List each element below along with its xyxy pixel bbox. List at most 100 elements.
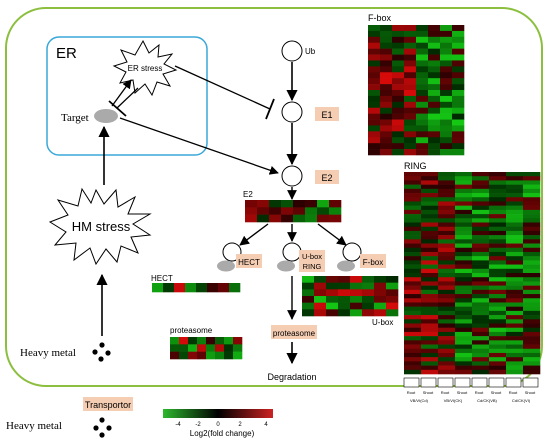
heatmap-cell (416, 90, 429, 97)
heatmap-cell (455, 306, 473, 312)
heatmap-cell (438, 251, 456, 257)
arrow-to-fbox (317, 223, 347, 246)
heatmap-cell (489, 172, 507, 177)
heatmap-cell (455, 230, 473, 236)
heatmap-cell (302, 276, 315, 283)
heatmap-cell (224, 337, 234, 345)
heatmap-cell (404, 42, 417, 49)
heatmap-cell (455, 310, 473, 316)
heatmap-cell (455, 357, 473, 362)
heatmap-cell (438, 336, 456, 341)
heatmap-cell (523, 226, 541, 232)
heatmap-cell (362, 282, 375, 290)
heatmap-cell (489, 336, 507, 341)
ub-label: Ub (305, 47, 316, 56)
heatmap-cell (506, 289, 524, 295)
heatmap-cell (404, 107, 417, 114)
heatmap-cell (472, 172, 490, 177)
heatmap-cell (440, 107, 453, 114)
heatmap-cell (179, 344, 189, 352)
heatmap-cell (404, 230, 422, 236)
heatmap-cell (472, 193, 490, 198)
heatmap-cell (368, 54, 381, 61)
heatmap-cell (455, 176, 473, 181)
heatmap-cell (472, 243, 490, 249)
heatmap-cell (314, 276, 327, 283)
heatmap-cell (489, 184, 507, 190)
heatmap-cell (404, 361, 422, 366)
heatmap-cell (428, 42, 441, 49)
heatmap-cell (380, 131, 393, 138)
heatmap-cell (523, 319, 541, 324)
heatmap-cell (314, 302, 327, 310)
ubox-ring-substrate (277, 260, 295, 272)
heatmap-cell (506, 361, 524, 366)
heavy-metal-lower-label: Heavy metal (6, 420, 62, 432)
heatmap-cell (438, 361, 456, 366)
heatmap-cell (438, 369, 456, 375)
heatmap-cell (302, 309, 315, 317)
heatmap-cell (438, 239, 456, 244)
tissue-0: Root (407, 390, 416, 395)
heatmap-cell (523, 264, 541, 270)
heatmap-cell (329, 214, 342, 223)
heatmap-cell (506, 222, 524, 228)
heatmap-cell (206, 351, 216, 360)
heatmap-cell (404, 137, 417, 144)
heatmap-cell (416, 66, 429, 73)
colorbar-tick-3: 2 (238, 422, 242, 428)
comparison-0: VB/VI(Cd) (410, 398, 429, 403)
heatmap-cell (438, 348, 456, 354)
target-protein (94, 109, 118, 123)
heatmap-cell (472, 260, 490, 265)
heatmap-cell (368, 42, 381, 49)
arrow-target-to-e2 (119, 117, 279, 175)
heatmap-cell (404, 243, 422, 249)
fbox-heatmap-label: F-box (368, 13, 392, 23)
heatmap-cell (421, 260, 439, 265)
heatmap-cell (380, 101, 393, 109)
heatmap-cell (523, 348, 541, 354)
heatmap-cell (472, 327, 490, 333)
heatmap-cell (455, 239, 473, 244)
heatmap-cell (489, 256, 507, 261)
heatmap-cell (506, 281, 524, 286)
heatmap-cell (421, 340, 439, 345)
heatmap-cell (523, 298, 541, 303)
heatmap-cell (368, 60, 381, 67)
heatmap-cell (455, 264, 473, 270)
heatmap-cell (506, 214, 524, 219)
heatmap-cell (404, 323, 422, 329)
heatmap-cell (224, 344, 234, 352)
heatmap-cell (404, 184, 422, 190)
heatmap-cell (416, 131, 429, 138)
heatmap-cell (523, 289, 541, 295)
heatmap-cell (455, 289, 473, 295)
heatmap-cell (421, 251, 439, 257)
heatmap-cell (404, 188, 422, 194)
heatmap-cell (472, 226, 490, 232)
heatmap-cell (472, 247, 490, 253)
heatmap-cell (326, 296, 339, 303)
heatmap-cell (472, 302, 490, 307)
heatmap-cell (305, 200, 318, 208)
heatmap-cell (362, 289, 375, 297)
er-stress-label: ER stress (128, 64, 163, 73)
heatmap-cell (404, 285, 422, 291)
heatmap-cell (380, 42, 393, 49)
heatmap-cell (350, 296, 363, 303)
heatmap-cell (489, 285, 507, 291)
heatmap-cell (489, 201, 507, 206)
heavy-metal-dots-upper (92, 342, 111, 362)
heatmap-cell (438, 201, 456, 206)
heatmap-cell (455, 361, 473, 366)
heavy-metal-upper-label: Heavy metal (20, 347, 76, 359)
heatmap-cell (421, 331, 439, 337)
heatmap-cell (368, 66, 381, 73)
heatmap-cell (416, 137, 429, 144)
heatmap-cell (472, 344, 490, 350)
heatmap-cell (489, 331, 507, 337)
heatmap-cell (455, 369, 473, 375)
heatmap-cell (338, 302, 351, 310)
heatmap-cell (368, 84, 381, 91)
